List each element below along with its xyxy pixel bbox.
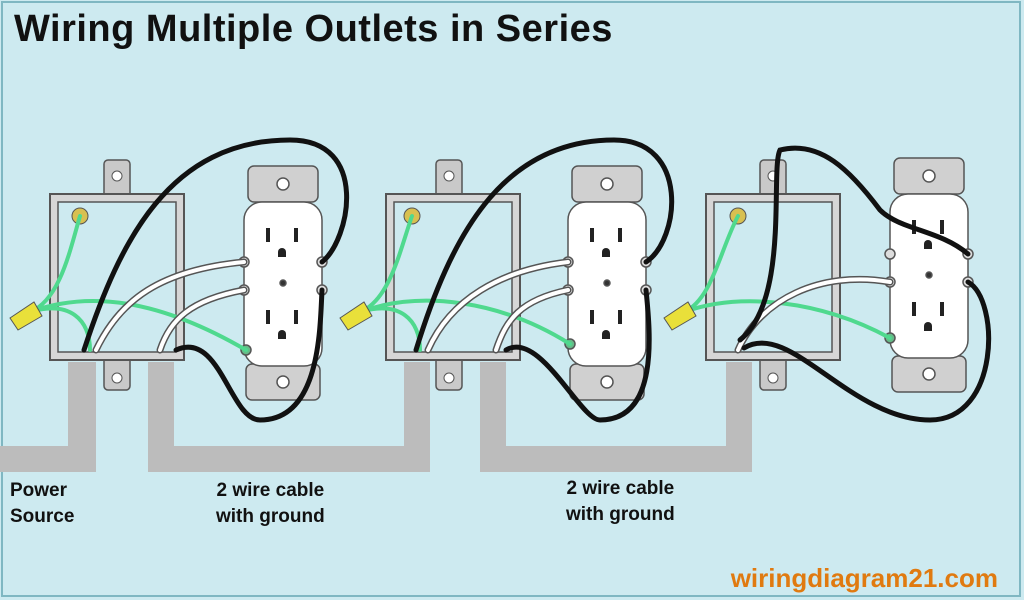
cable-2-label-line2: with ground bbox=[566, 504, 675, 525]
electrical-box-1 bbox=[49, 159, 185, 391]
power-source-line2: Source bbox=[10, 506, 75, 527]
cable-1-gray bbox=[148, 362, 430, 472]
power-source-line1: Power bbox=[10, 480, 68, 501]
hot-wires bbox=[81, 137, 991, 423]
electrical-box-2 bbox=[385, 159, 521, 391]
cable-1-label-line2: with ground bbox=[216, 506, 325, 527]
outlet-1 bbox=[238, 165, 328, 401]
wire-nut-3 bbox=[663, 301, 697, 331]
power-source-label: Power Source bbox=[10, 478, 74, 530]
cable-1-label-line1: 2 wire cable bbox=[216, 480, 325, 501]
outlet-2 bbox=[562, 165, 652, 401]
cable-2-gray bbox=[480, 362, 752, 472]
diagram-title: Wiring Multiple Outlets in Series bbox=[14, 8, 613, 50]
power-source-cable bbox=[0, 362, 96, 472]
neutral-wires bbox=[92, 258, 894, 354]
cable-2-label: 2 wire cable with ground bbox=[566, 476, 675, 528]
wire-nut-2 bbox=[339, 301, 373, 331]
outlet-3 bbox=[884, 157, 974, 393]
cable-2-label-line1: 2 wire cable bbox=[566, 478, 675, 499]
watermark-text: wiringdiagram21.com bbox=[730, 563, 998, 593]
wire-nut-1 bbox=[9, 301, 43, 331]
cable-1-label: 2 wire cable with ground bbox=[216, 478, 325, 530]
